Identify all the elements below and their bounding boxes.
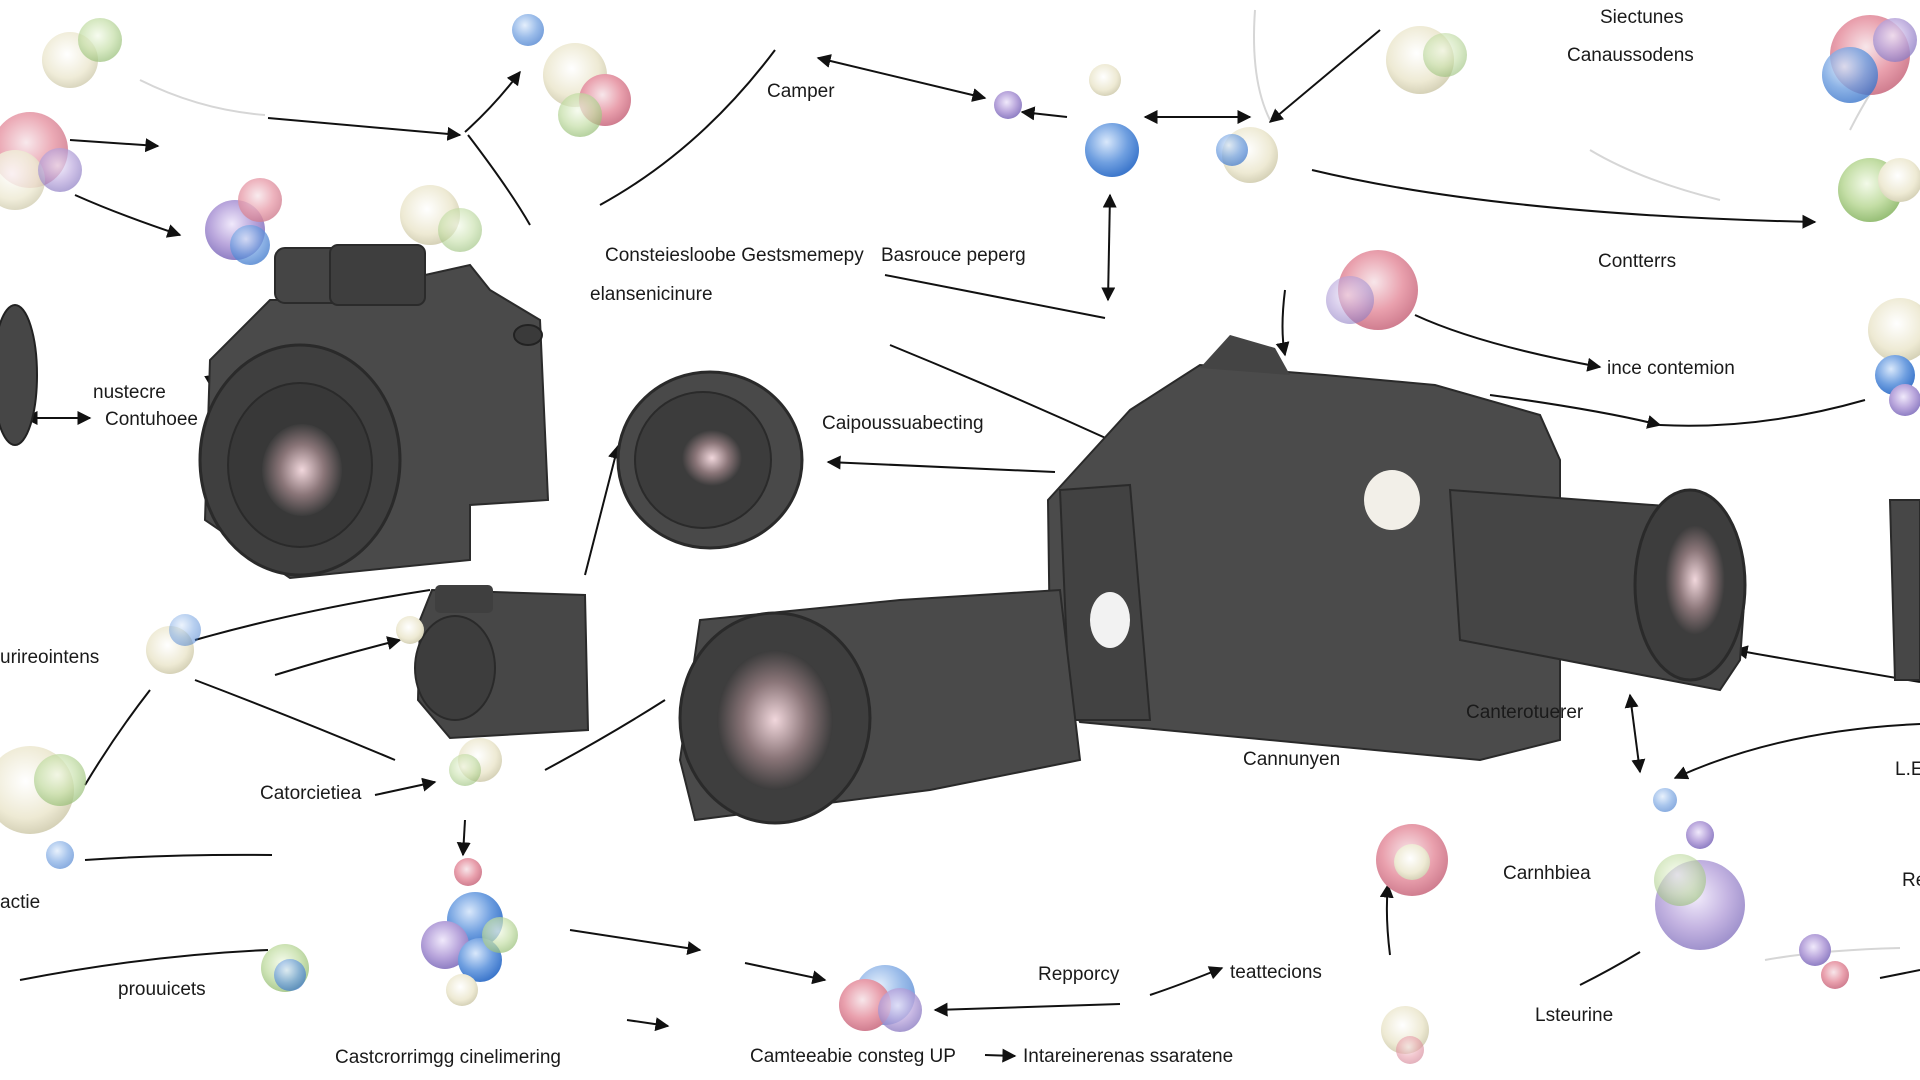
- label-lsteurine: Lsteurine: [1535, 1005, 1614, 1026]
- molecule-icon: [205, 178, 282, 265]
- arrow-icon: [84, 689, 151, 786]
- arrow-icon: [456, 819, 471, 857]
- molecule-icon: [1868, 298, 1920, 416]
- arrow-icon: [1268, 29, 1381, 123]
- arrow-icon: [599, 49, 776, 206]
- arrow-icon: [569, 929, 702, 956]
- label-carnhbiea: Carnhbiea: [1503, 863, 1591, 884]
- molecule-icon: [396, 616, 502, 786]
- molecule-icon: [839, 965, 922, 1032]
- arrow-icon: [584, 444, 622, 576]
- molecule-icon: [0, 112, 82, 210]
- molecule-icon: [0, 746, 86, 869]
- molecule-icon: [421, 858, 518, 1006]
- camera-icon: [0, 244, 550, 580]
- molecule-icon: [400, 185, 482, 252]
- molecule-icon: [512, 14, 631, 137]
- label-cannunyen: Cannunyen: [1243, 749, 1341, 770]
- label-actie: actie: [0, 892, 41, 913]
- label-lb: L.E: [1895, 759, 1920, 780]
- arrow-icon: [1489, 394, 1662, 429]
- label-canaussodens: Canaussodens: [1567, 45, 1694, 66]
- molecule-icon: [1822, 15, 1917, 103]
- molecule-icon: [1326, 250, 1418, 330]
- arrow-icon: [933, 1002, 1121, 1017]
- arrow-icon: [1879, 969, 1920, 979]
- label-intareinerenas: Intareinerenas ssaratene: [1023, 1046, 1234, 1067]
- molecule-icon: [1838, 158, 1920, 222]
- arrow-icon: [1624, 693, 1646, 774]
- arrow-icon: [544, 699, 666, 771]
- molecule-icon: [1085, 64, 1139, 177]
- lens-icon: [616, 370, 804, 550]
- arrow-icon: [889, 344, 1111, 441]
- arrow-icon: [1020, 106, 1068, 121]
- molecule-icon: [1216, 127, 1278, 183]
- label-teattecions: teattecions: [1230, 962, 1322, 983]
- arrow-icon: [1579, 951, 1641, 986]
- label-camper: Camper: [767, 81, 835, 102]
- molecule-icon: [1381, 1006, 1429, 1064]
- arrow-icon: [1659, 399, 1866, 427]
- arrow-icon: [1733, 645, 1920, 683]
- arrow-icon: [467, 134, 531, 226]
- arrow-icon: [1311, 169, 1817, 229]
- arrow-icon: [274, 636, 402, 676]
- camera-icon: [678, 335, 1920, 825]
- arrow-icon: [69, 138, 160, 153]
- label-elansenicinure: elansenicinure: [590, 284, 713, 305]
- label-castcrorrimgg: Castcrorrimgg cinelimering: [335, 1047, 561, 1068]
- label-contterrs: Contterrs: [1598, 251, 1677, 272]
- arrow-icon: [1149, 966, 1224, 996]
- label-nustecre: nustecre: [93, 382, 166, 403]
- molecule-icon: [261, 944, 309, 992]
- arrow-icon: [744, 962, 827, 985]
- molecule-icon: [1386, 26, 1467, 94]
- arrow-icon: [884, 274, 1106, 319]
- arrow-icon: [267, 117, 462, 141]
- label-repporcy: Repporcy: [1038, 964, 1120, 985]
- label-contuhoee: Contuhoee: [105, 409, 198, 430]
- label-structures: Siectunes: [1600, 7, 1684, 28]
- arrow-icon: [1673, 723, 1920, 780]
- arrow-icon: [84, 853, 273, 861]
- arrow-icon: [1275, 289, 1290, 357]
- label-prouuicets: prouuicets: [118, 979, 206, 1000]
- label-canterotuerer: Canterotuerer: [1466, 702, 1584, 723]
- arrow-icon: [19, 949, 269, 981]
- arrow-icon: [826, 455, 1056, 473]
- label-caipoussuabecting: Caipoussuabecting: [822, 413, 984, 434]
- arrow-icon: [1101, 193, 1117, 302]
- arrow-icon: [1379, 883, 1394, 956]
- arrow-icon: [464, 70, 521, 133]
- molecule-icon: [1653, 788, 1849, 989]
- label-camteeabie: Camteeabie consteg UP: [750, 1046, 956, 1067]
- molecule-icon: [1376, 824, 1448, 896]
- label-urireointens: urireointens: [0, 647, 100, 668]
- label-consteiesloobe: Consteiesloobe Gestsmemepy: [605, 245, 864, 266]
- arrow-icon: [816, 54, 987, 102]
- arrow-icon: [626, 1017, 670, 1032]
- arrow-icon: [1414, 314, 1602, 372]
- molecule-icon: [42, 18, 122, 88]
- label-r-edge: Re: [1902, 870, 1920, 891]
- connector-group: [19, 29, 1920, 1063]
- camera-icon: [414, 585, 590, 740]
- molecule-icon: [994, 91, 1022, 119]
- label-basrouce: Basrouce peperg: [881, 245, 1026, 266]
- arrow-icon: [194, 679, 396, 761]
- arrow-icon: [374, 777, 437, 796]
- arrow-icon: [984, 1048, 1017, 1063]
- label-ince-contemion: ince contemion: [1607, 358, 1735, 379]
- label-catorcietiea: Catorcietiea: [260, 783, 362, 804]
- molecule-icon: [146, 614, 201, 674]
- arrow-icon: [194, 589, 431, 641]
- arrow-icon: [74, 194, 182, 238]
